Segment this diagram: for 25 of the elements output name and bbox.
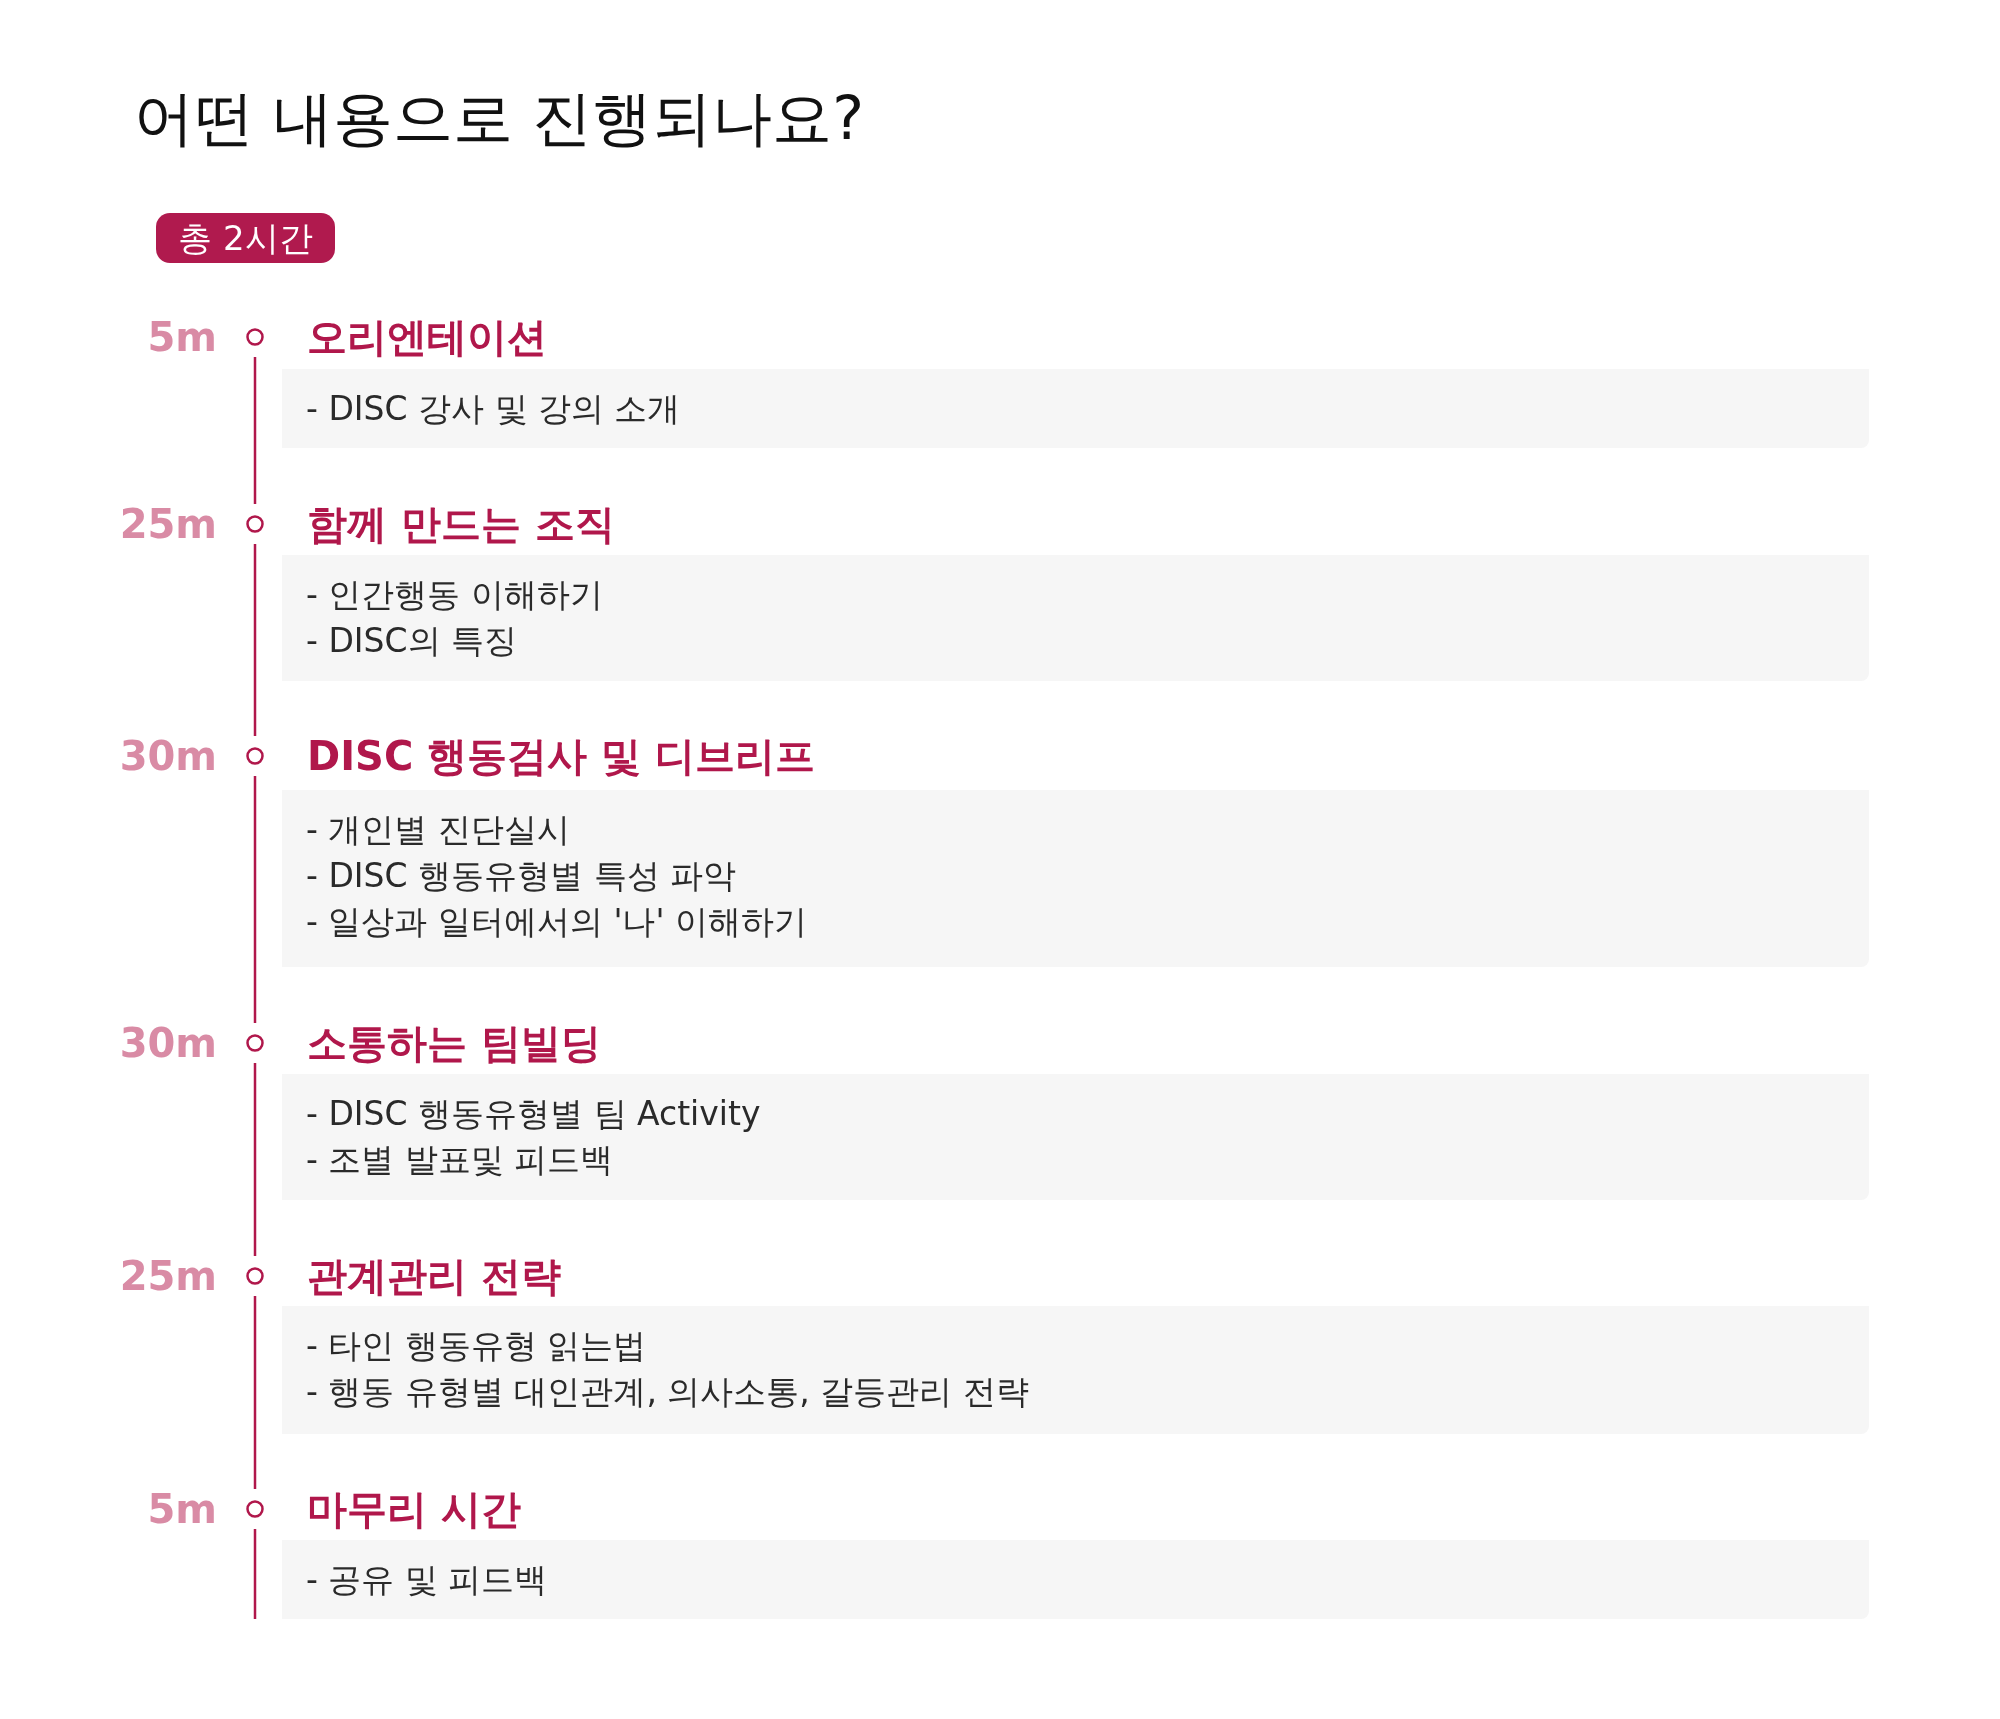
bullet-item: - 인간행동 이해하기 bbox=[306, 574, 603, 616]
duration-label: 30m bbox=[119, 732, 217, 780]
bullet-item: - DISC 행동유형별 특성 파악 bbox=[306, 855, 736, 897]
bullet-item: - 타인 행동유형 읽는법 bbox=[306, 1325, 647, 1367]
bullet-item: - 공유 및 피드백 bbox=[306, 1559, 548, 1601]
section-heading: 마무리 시간 bbox=[307, 1485, 521, 1533]
total-time-badge: 총 2시간 bbox=[156, 213, 335, 263]
duration-label: 25m bbox=[119, 500, 217, 548]
duration-label: 5m bbox=[147, 1485, 217, 1533]
bullet-item: - 개인별 진단실시 bbox=[306, 809, 570, 851]
section-heading: 함께 만드는 조직 bbox=[307, 500, 615, 548]
bullet-item: - DISC의 특징 bbox=[306, 620, 518, 662]
duration-label: 30m bbox=[119, 1019, 217, 1067]
page-title: 어떤 내용으로 진행되나요? bbox=[134, 84, 864, 152]
section-heading: 관계관리 전략 bbox=[307, 1252, 561, 1300]
bullet-item: - 일상과 일터에서의 '나' 이해하기 bbox=[306, 901, 807, 943]
duration-label: 5m bbox=[147, 313, 217, 361]
bullet-item: - DISC 강사 및 강의 소개 bbox=[306, 388, 681, 430]
bullet-item: - 행동 유형별 대인관계, 의사소통, 갈등관리 전략 bbox=[306, 1371, 1029, 1413]
duration-label: 25m bbox=[119, 1252, 217, 1300]
section-heading: DISC 행동검사 및 디브리프 bbox=[307, 732, 816, 780]
bullet-item: - DISC 행동유형별 팀 Activity bbox=[306, 1093, 761, 1135]
bullet-item: - 조별 발표및 피드백 bbox=[306, 1139, 614, 1181]
section-heading: 소통하는 팀빌딩 bbox=[307, 1019, 601, 1067]
section-heading: 오리엔테이션 bbox=[307, 313, 547, 361]
